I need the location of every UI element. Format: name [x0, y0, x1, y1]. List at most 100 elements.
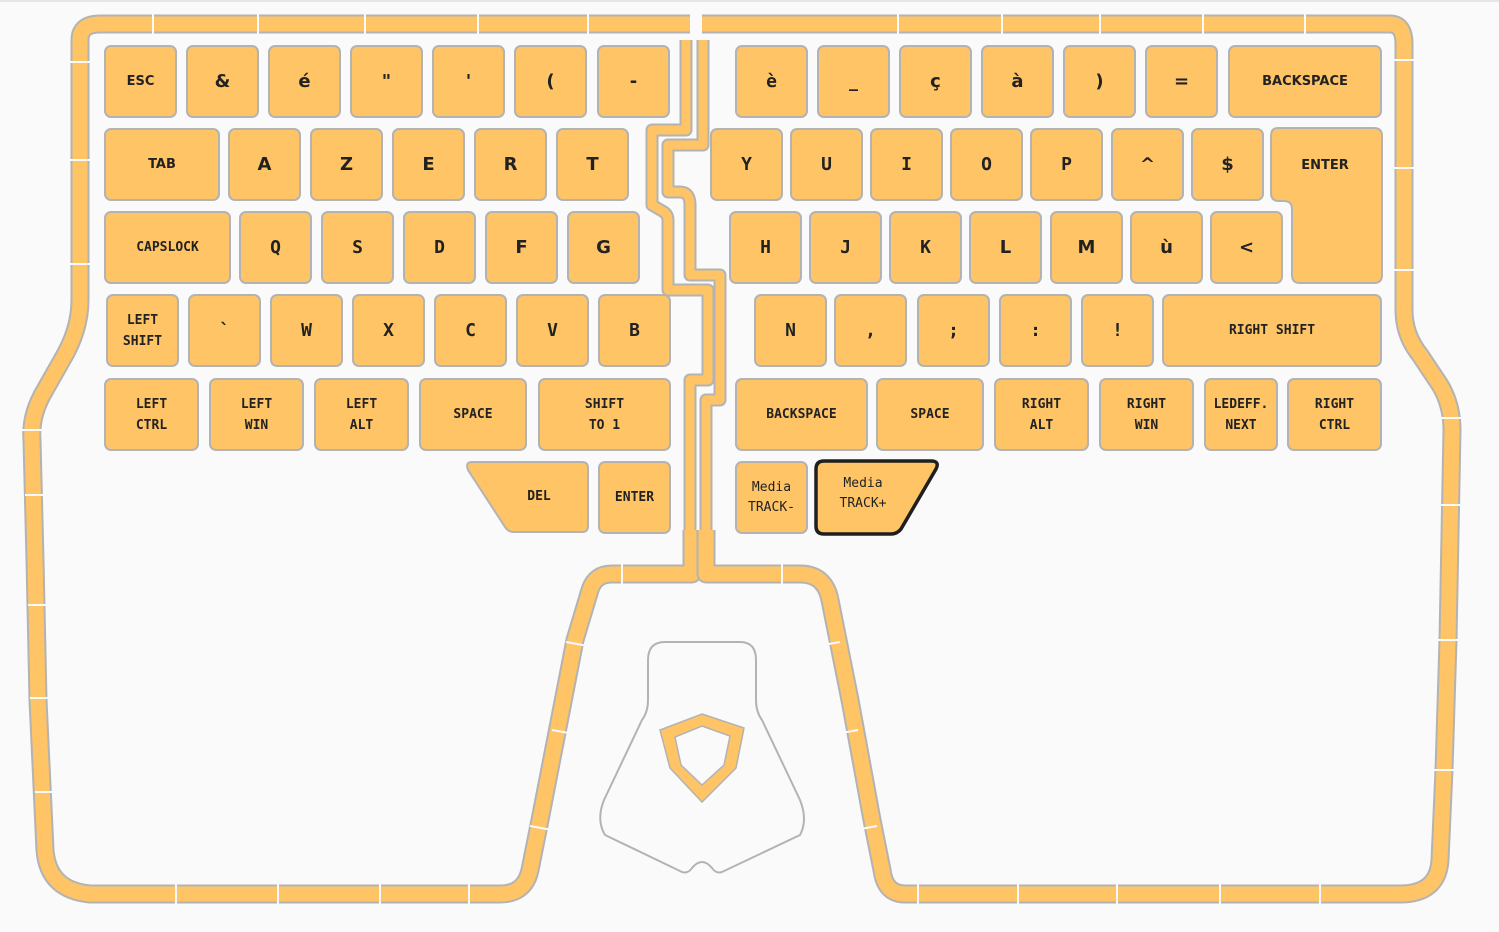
key-label: A	[257, 154, 272, 175]
key-w[interactable]: W	[270, 294, 343, 367]
key-label: '	[465, 71, 472, 92]
key-label: BACKSPACE	[766, 407, 837, 422]
key-e-grave[interactable]: è	[735, 45, 808, 118]
key-label: Q	[270, 237, 281, 258]
key-a-grave[interactable]: à	[981, 45, 1054, 118]
key-j[interactable]: J	[809, 211, 882, 284]
key-i[interactable]: I	[870, 128, 943, 201]
key-media-track-prev[interactable]: Media TRACK-	[735, 461, 808, 534]
key-d[interactable]: D	[403, 211, 476, 284]
key-label: S	[352, 237, 363, 258]
key-underscore[interactable]: _	[817, 45, 890, 118]
key-label: LEFT ALT	[345, 396, 378, 433]
key-label: ;	[948, 320, 959, 341]
key-apostrophe[interactable]: '	[432, 45, 505, 118]
key-b[interactable]: B	[598, 294, 671, 367]
key-ledeff-next[interactable]: LEDEFF. NEXT	[1204, 378, 1278, 451]
key-dollar[interactable]: $	[1191, 128, 1264, 201]
key-l[interactable]: L	[969, 211, 1042, 284]
key-right-ctrl[interactable]: RIGHT CTRL	[1287, 378, 1382, 451]
key-media-track-next[interactable]: Media TRACK+	[813, 458, 943, 538]
key-label: X	[383, 320, 394, 341]
key-right-win[interactable]: RIGHT WIN	[1099, 378, 1194, 451]
key-enter[interactable]: ENTER	[1270, 127, 1384, 286]
key-left-alt[interactable]: LEFT ALT	[314, 378, 409, 451]
key-backspace-thumb[interactable]: BACKSPACE	[735, 378, 868, 451]
key-z[interactable]: Z	[310, 128, 383, 201]
key-r[interactable]: R	[474, 128, 547, 201]
key-right-shift[interactable]: RIGHT SHIFT	[1162, 294, 1382, 367]
key-m[interactable]: M	[1050, 211, 1123, 284]
led-segment-dividers	[22, 14, 1462, 904]
key-label: :	[1030, 320, 1041, 341]
key-k[interactable]: K	[889, 211, 962, 284]
key-label: P	[1061, 154, 1072, 175]
key-capslock[interactable]: CAPSLOCK	[104, 211, 231, 284]
key-label: W	[301, 320, 312, 341]
key-less-than[interactable]: <	[1210, 211, 1283, 284]
key-right-alt[interactable]: RIGHT ALT	[994, 378, 1089, 451]
key-v[interactable]: V	[516, 294, 589, 367]
key-label: RIGHT WIN	[1126, 396, 1167, 433]
key-label: =	[1173, 71, 1190, 92]
key-label: N	[785, 320, 796, 341]
key-c-cedilla[interactable]: ç	[899, 45, 972, 118]
key-double-quote[interactable]: "	[350, 45, 423, 118]
key-label: "	[381, 71, 392, 92]
key-comma[interactable]: ,	[834, 294, 907, 367]
key-g[interactable]: G	[567, 211, 640, 284]
key-h[interactable]: H	[729, 211, 802, 284]
key-a[interactable]: A	[228, 128, 301, 201]
key-backspace-top[interactable]: BACKSPACE	[1228, 45, 1382, 118]
key-label: RIGHT SHIFT	[1228, 323, 1316, 338]
key-label: )	[1095, 71, 1104, 92]
key-label: RIGHT CTRL	[1314, 396, 1355, 433]
key-x[interactable]: X	[352, 294, 425, 367]
key-left-win[interactable]: LEFT WIN	[209, 378, 304, 451]
key-label: _	[849, 71, 858, 92]
key-space-right[interactable]: SPACE	[876, 378, 984, 451]
key-colon[interactable]: :	[999, 294, 1072, 367]
key-esc[interactable]: ESC	[104, 45, 177, 118]
key-exclamation[interactable]: !	[1081, 294, 1154, 367]
key-n[interactable]: N	[754, 294, 827, 367]
key-shift-to-layer-1[interactable]: SHIFT TO 1	[538, 378, 671, 451]
key-e-acute[interactable]: é	[268, 45, 341, 118]
key-label: &	[214, 71, 231, 92]
key-space-left[interactable]: SPACE	[419, 378, 527, 451]
key-c[interactable]: C	[434, 294, 507, 367]
key-u[interactable]: U	[790, 128, 863, 201]
key-p[interactable]: P	[1030, 128, 1103, 201]
key-caret[interactable]: ^	[1111, 128, 1184, 201]
key-left-shift[interactable]: LEFT SHIFT	[106, 294, 179, 367]
key-ampersand[interactable]: &	[186, 45, 259, 118]
key-label: SHIFT TO 1	[584, 396, 625, 433]
key-minus[interactable]: -	[597, 45, 670, 118]
key-o[interactable]: O	[950, 128, 1023, 201]
key-label: I	[901, 154, 912, 175]
key-label: Y	[741, 154, 752, 175]
key-e[interactable]: E	[392, 128, 465, 201]
key-label: V	[547, 320, 558, 341]
key-label: C	[465, 320, 476, 341]
key-del[interactable]: DEL	[464, 460, 592, 536]
key-equals[interactable]: =	[1145, 45, 1218, 118]
key-left-ctrl[interactable]: LEFT CTRL	[104, 378, 199, 451]
key-label: G	[596, 237, 611, 258]
key-u-grave[interactable]: ù	[1130, 211, 1203, 284]
key-f[interactable]: F	[485, 211, 558, 284]
key-semicolon[interactable]: ;	[917, 294, 990, 367]
page-top-border	[0, 0, 1499, 2]
key-label: è	[766, 71, 777, 92]
key-s[interactable]: S	[321, 211, 394, 284]
key-enter-thumb[interactable]: ENTER	[598, 461, 671, 534]
key-label: U	[821, 154, 832, 175]
key-tab[interactable]: TAB	[104, 128, 220, 201]
key-y[interactable]: Y	[710, 128, 783, 201]
key-label: O	[981, 154, 992, 175]
key-backtick[interactable]: `	[188, 294, 261, 367]
key-left-paren[interactable]: (	[514, 45, 587, 118]
key-t[interactable]: T	[556, 128, 629, 201]
key-right-paren[interactable]: )	[1063, 45, 1136, 118]
key-q[interactable]: Q	[239, 211, 312, 284]
